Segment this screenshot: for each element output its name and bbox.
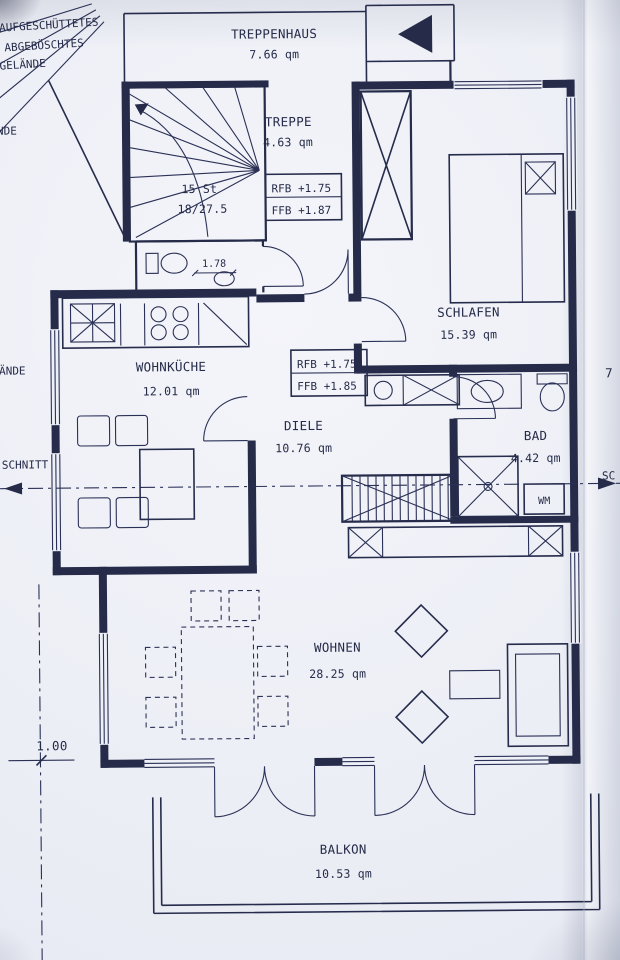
room-treppe-area: 4.63 qm bbox=[263, 135, 313, 149]
room-wohnkueche-area: 12.01 qm bbox=[143, 384, 200, 398]
terrain-edge-upper: NDE bbox=[0, 125, 17, 138]
room-schlafen-name: SCHLAFEN bbox=[437, 304, 500, 320]
kitchen-counter bbox=[61, 295, 250, 349]
terrain-edge-lower: ÄNDE bbox=[0, 364, 26, 377]
section-line bbox=[0, 269, 620, 960]
room-diele-name: DIELE bbox=[284, 418, 323, 433]
hall-cabinet bbox=[364, 373, 461, 407]
level-box-hall bbox=[290, 348, 369, 397]
terrain-labels: AUFGESCHÜTTETES ABGEBÖSCHTES GELÄNDE bbox=[0, 16, 99, 73]
stair-rise-run: 18/27.5 bbox=[178, 202, 228, 216]
level-hall-ffb: FFB +1.85 bbox=[297, 380, 357, 394]
terrain-label-2: ABGEBÖSCHTES bbox=[4, 37, 84, 55]
room-bad-name: BAD bbox=[524, 428, 548, 443]
shaft-cross bbox=[359, 89, 414, 241]
level-box-stairwell bbox=[264, 172, 343, 222]
walls bbox=[50, 79, 581, 768]
doors bbox=[203, 245, 497, 818]
kitchen-dining bbox=[76, 414, 196, 529]
windows bbox=[49, 78, 582, 769]
room-balkon-area: 10.53 qm bbox=[315, 866, 372, 880]
bed bbox=[448, 152, 566, 304]
dim-wc: 1.78 bbox=[202, 259, 226, 270]
room-treppenhaus-area: 7.66 qm bbox=[249, 47, 299, 61]
terrain-label-1: AUFGESCHÜTTETES bbox=[0, 16, 99, 35]
room-wohnkueche-name: WOHNKÜCHE bbox=[136, 358, 207, 375]
room-treppenhaus-name: TREPPENHAUS bbox=[231, 26, 317, 42]
room-wohnen-name: WOHNEN bbox=[314, 640, 361, 655]
stair-steps: 15 St bbox=[181, 182, 217, 196]
spiral-stair bbox=[128, 86, 260, 238]
room-schlafen-area: 15.39 qm bbox=[440, 327, 497, 341]
section-label-left: SCHNITT bbox=[2, 458, 49, 471]
washing-machine-label: WM bbox=[538, 496, 550, 507]
balcony bbox=[151, 793, 601, 915]
living-furniture bbox=[144, 589, 570, 748]
labels: AUFGESCHÜTTETES ABGEBÖSCHTES GELÄNDE NDE… bbox=[0, 16, 615, 881]
bath-fixtures bbox=[456, 373, 568, 518]
beam bbox=[347, 524, 564, 559]
terrain-hatching bbox=[0, 3, 127, 240]
level-stairwell-ffb: FFB +1.87 bbox=[272, 204, 332, 218]
section-label-right: SC bbox=[602, 469, 615, 482]
room-diele-area: 10.76 qm bbox=[275, 441, 332, 455]
wc-fixtures bbox=[145, 252, 237, 287]
terrain-label-3: GELÄNDE bbox=[0, 57, 46, 73]
entrance-arrow-icon bbox=[398, 14, 433, 53]
room-bad-area: 4.42 qm bbox=[511, 451, 561, 465]
level-hall-rfb: RFB +1.75 bbox=[297, 358, 357, 372]
room-balkon-name: BALKON bbox=[320, 842, 367, 857]
level-stairwell-rfb: RFB +1.75 bbox=[271, 182, 331, 196]
edge-right-number: 7 bbox=[605, 365, 613, 380]
room-wohnen-area: 28.25 qm bbox=[309, 667, 366, 681]
room-treppe-name: TREPPE bbox=[265, 114, 312, 129]
straight-stair bbox=[340, 473, 456, 523]
dim-left: 1.00 bbox=[36, 738, 67, 753]
